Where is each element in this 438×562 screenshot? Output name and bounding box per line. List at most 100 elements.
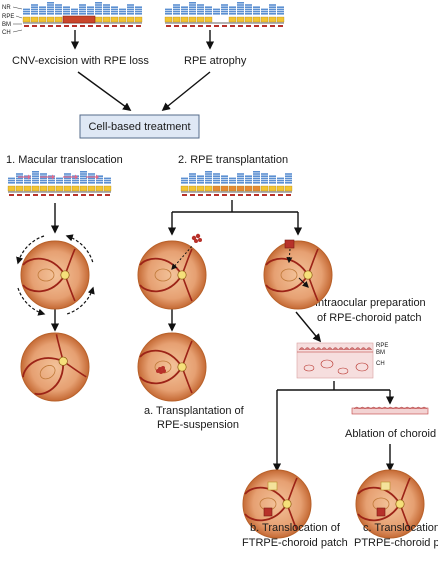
nr-bar [189, 173, 196, 175]
nr-bar [253, 179, 260, 182]
nr-bar [205, 175, 212, 177]
nr-bar [47, 6, 54, 8]
rpe-cell [196, 185, 205, 192]
nr-bar [47, 13, 54, 15]
vessel-upper [22, 257, 66, 276]
nr-bar [79, 10, 86, 13]
rpe-bump [354, 347, 361, 351]
rpe-cell [46, 16, 55, 23]
nr-bar [135, 8, 142, 11]
nr-bar [127, 13, 134, 15]
nr-bar [253, 10, 260, 13]
nr-bar [237, 182, 244, 184]
nr-bar [96, 175, 103, 177]
nr-bar [197, 8, 204, 11]
arrow-to-patch [295, 311, 322, 343]
rpe-cell-cluster [156, 369, 160, 373]
branch-connector-rpe [167, 200, 303, 236]
choroid-segment [182, 25, 187, 27]
nr-bar [64, 177, 71, 180]
rpe-cell [22, 16, 31, 23]
nr-bar [8, 182, 15, 184]
nr-bar [213, 182, 220, 184]
caption-c-line1: c. Translocation of [363, 522, 438, 534]
nr-bar [285, 182, 292, 184]
choroid-segment [238, 25, 243, 27]
choroid-segment [238, 194, 243, 196]
nr-bar [197, 175, 204, 177]
nr-bar [189, 8, 196, 11]
fundus-ftrpe [242, 469, 312, 539]
rpe-cell [118, 16, 127, 23]
nr-bar [213, 8, 220, 11]
nr-bar [213, 179, 220, 182]
nr-bar [95, 4, 102, 6]
nr-bar [205, 179, 212, 182]
nr-bar [55, 4, 62, 6]
nr-bar [24, 182, 31, 184]
choroid-segment [230, 25, 235, 27]
nr-bar [189, 175, 196, 177]
rpe-bump [376, 406, 383, 410]
rpe-cell [30, 16, 39, 23]
rpe-cell [188, 185, 197, 192]
nr-bar [189, 6, 196, 8]
nr-bar [237, 177, 244, 180]
nr-bar [24, 177, 31, 180]
rpe-cell [23, 185, 32, 192]
nr-bar [32, 173, 39, 175]
retinal-vessels [139, 248, 193, 302]
nr-bar [253, 171, 260, 173]
nr-bar [31, 6, 38, 8]
optic-disc [395, 499, 405, 509]
nr-bar [213, 177, 220, 180]
vessel-lower [244, 503, 288, 522]
nr-bar [261, 175, 268, 177]
choroid-segment [190, 25, 195, 27]
choroid-segment [182, 194, 187, 196]
nr-bar [245, 177, 252, 180]
rpe-bump [415, 406, 422, 410]
nr-bar [197, 182, 204, 184]
choroid-segment [120, 25, 125, 27]
nr-bar [55, 10, 62, 13]
choroid-segment [206, 194, 211, 196]
nr-bar [221, 10, 228, 13]
nr-bar [221, 6, 228, 8]
nr-bar [245, 6, 252, 8]
transplanted-patch [376, 507, 386, 517]
nr-bar [24, 175, 31, 177]
fundus-disc-bg [263, 240, 333, 310]
nr-bar [95, 2, 102, 4]
ablated-patch [351, 406, 429, 415]
retinal-vessels [139, 340, 193, 394]
choroid-segment [286, 194, 291, 196]
nr-bar [181, 10, 188, 13]
rpe-cell [39, 185, 48, 192]
optic-disc [60, 270, 70, 280]
rpe-cell-cluster [162, 369, 166, 373]
nr-bar [63, 13, 70, 15]
vessel-upper [139, 349, 183, 368]
nr-bar [111, 8, 118, 11]
nr-bar [269, 10, 276, 13]
nr-bar [64, 182, 71, 184]
vessel-upper [265, 257, 309, 276]
nr-bar [197, 13, 204, 15]
nr-bar [221, 179, 228, 182]
choroid-segment [81, 194, 86, 196]
choroid-segment [166, 25, 171, 27]
nr-bar [71, 10, 78, 13]
nr-bar [119, 13, 126, 15]
nr-bar [269, 179, 276, 182]
nr-bar [16, 177, 23, 180]
rpe-cell [228, 185, 237, 192]
rpe-cell [188, 16, 197, 23]
nr-bar [197, 6, 204, 8]
nr-bar [277, 179, 284, 182]
pink-arrowhead-0 [28, 174, 31, 180]
rpe-cell [236, 185, 245, 192]
choroid-segment [254, 25, 259, 27]
choroid-segment [56, 25, 61, 27]
choroid-segment [40, 25, 45, 27]
